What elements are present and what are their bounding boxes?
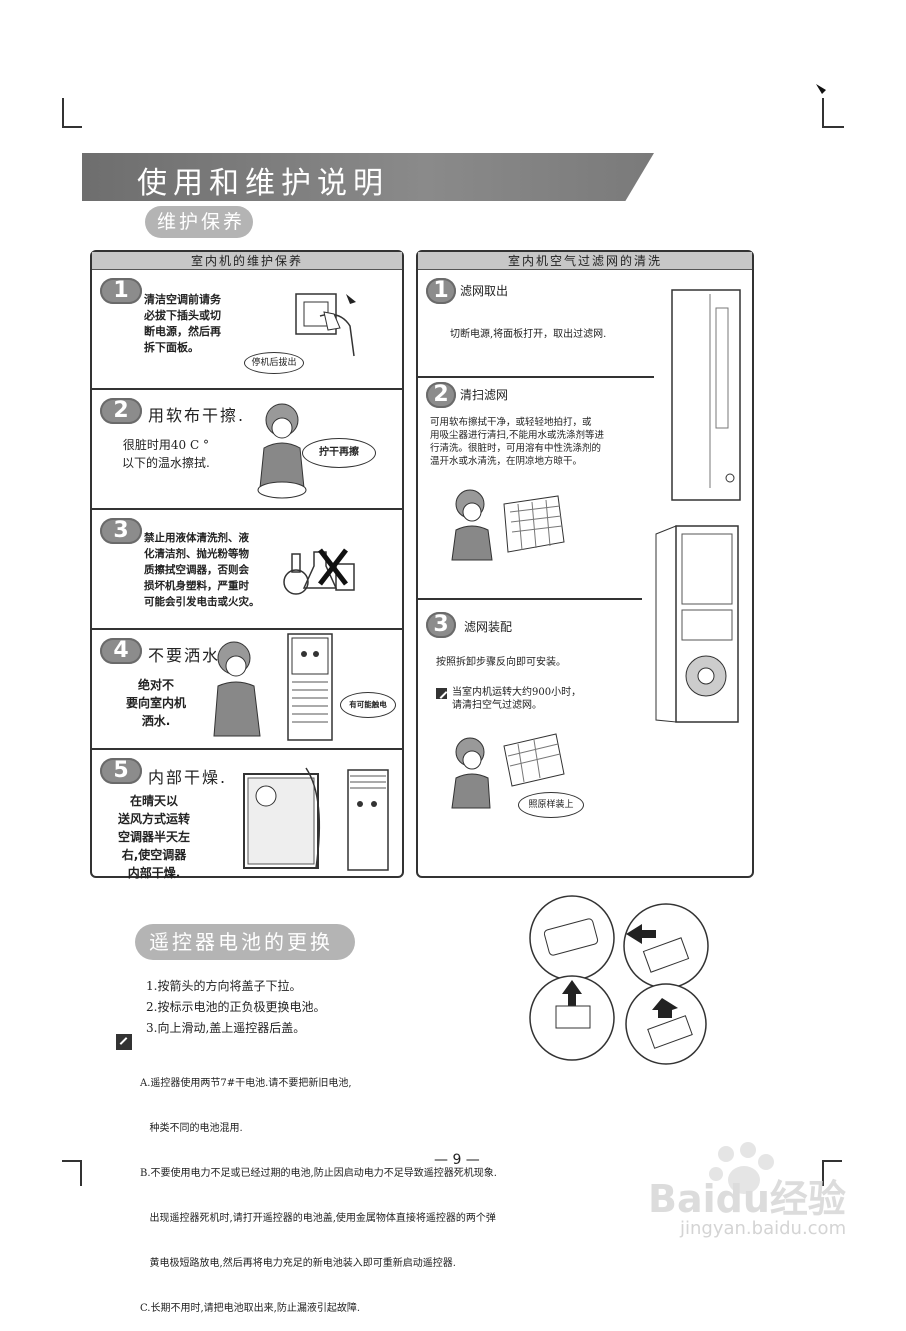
step-text: 清洁空调前请务 必拔下插头或切 断电源，然后再 拆下面板。 (144, 293, 221, 354)
section-title-battery: 遥控器电池的更换 (135, 924, 355, 960)
person-cleaning-illustration (257, 403, 307, 499)
battery-note: 出现遥控器死机时,请打开遥控器的电池盖,使用金属物体直接将遥控器的两个弹 (140, 1213, 496, 1224)
person-installing-filter-illustration (451, 733, 565, 809)
note-text: 当室内机运转大约900小时， 请清扫空气过滤网。 (452, 687, 582, 711)
step-text: 在晴天以 送风方式运转 空调器半天左 右,使空调器 内部干燥. (118, 794, 191, 880)
step-heading: 清扫滤网 (460, 388, 509, 402)
step-number: 4 (100, 638, 142, 664)
crop-mark (80, 1160, 82, 1186)
panel-header: 室内机空气过滤网的清洗 (418, 252, 752, 270)
crop-mark (62, 98, 64, 126)
step-heading: 用软布干擦. (148, 406, 246, 425)
speech-bubble: 停机后拔出 (244, 352, 304, 374)
crop-mark (62, 126, 82, 128)
battery-step: 2.按标示电池的正负极更换电池。 (146, 1000, 326, 1014)
person-cleaning-filter-illustration (451, 489, 565, 561)
step-text: 切断电源,将面板打开，取出过滤网. (450, 329, 607, 340)
unplug-illustration (295, 293, 356, 357)
step-number: 1 (426, 278, 456, 304)
step-heading: 滤网取出 (460, 284, 509, 298)
step-number: 3 (100, 518, 142, 544)
note-icon (436, 688, 447, 699)
battery-step: 1.按箭头的方向将盖子下拉。 (146, 979, 302, 993)
crop-mark (62, 1160, 82, 1162)
step-number: 2 (100, 398, 142, 424)
step-text: 禁止用液体清洗剂、液 化清洁剂、抛光粉等物 质擦拭空调器，否则会 损坏机身塑料，… (144, 532, 260, 608)
speech-bubble: 照原样装上 (518, 792, 584, 818)
speech-bubble: 拧干再擦 (302, 438, 376, 468)
divider (418, 598, 642, 600)
indoor-maintenance-panel: 室内机的维护保养 1 清洁空调前请务 必拔下插头或切 断电源，然后再 拆下面板。… (90, 250, 404, 880)
battery-note: A.遥控器使用两节7#干电池.请不要把新旧电池, (140, 1078, 352, 1089)
battery-note: B.不要使用电力不足或已经过期的电池,防止因启动电力不足导致遥控器死机现象. (140, 1168, 497, 1179)
open-indoor-unit-illustration (655, 525, 739, 723)
divider (418, 376, 654, 378)
watermark-brand: Baidu经验 (648, 1177, 846, 1221)
speech-bubble: 有可能触电 (340, 692, 396, 718)
step-text: 很脏时用40 C ° 以下的温水擦拭. (122, 438, 210, 470)
step-number: 5 (100, 758, 142, 784)
step-number: 1 (100, 278, 142, 304)
divider (92, 628, 402, 630)
battery-note: 黄电极短路放电,然后再将电力充足的新电池装入即可重新启动遥控器. (140, 1258, 456, 1269)
watermark-url: jingyan.baidu.com (680, 1218, 847, 1239)
battery-notes: A.遥控器使用两节7#干电池.请不要把新旧电池, 种类不同的电池混用. B.不要… (140, 1046, 497, 1331)
step-text: 绝对不 要向室内机 洒水. (126, 678, 187, 728)
baidu-paw-icon (709, 1142, 774, 1194)
crop-mark (822, 98, 824, 126)
step-text: 按照拆卸步骤反向即可安装。 (436, 657, 566, 668)
panel-header: 室内机的维护保养 (92, 252, 402, 270)
step-heading: 内部干燥. (148, 768, 228, 787)
arrow-icon (816, 84, 826, 94)
crop-mark (822, 126, 844, 128)
filter-cleaning-panel: 室内机空气过滤网的清洗 1 滤网取出 切断电源,将面板打开，取出过滤网. 2 清… (416, 250, 754, 878)
indoor-unit-illustration (671, 289, 741, 501)
sunny-window-illustration (243, 767, 389, 871)
note-icon (116, 1034, 132, 1050)
battery-note: 种类不同的电池混用. (140, 1123, 243, 1134)
crop-mark (822, 1160, 824, 1186)
step-number: 2 (426, 382, 456, 408)
battery-step: 3.向上滑动,盖上遥控器后盖。 (146, 1021, 306, 1035)
battery-steps: 1.按箭头的方向将盖子下拉。 2.按标示电池的正负极更换电池。 3.向上滑动,盖… (146, 976, 325, 1039)
step-text: 可用软布擦拭干净，或轻轻地拍打，或 用吸尘器进行清扫,不能用水或洗涤剂等进 行清… (430, 417, 605, 467)
battery-note: C.长期不用时,请把电池取出来,防止漏液引起故障. (140, 1303, 361, 1314)
step-heading: 滤网装配 (464, 620, 513, 634)
chemical-bottles-prohibited-icon (283, 548, 355, 595)
step-heading: 不要洒水. (148, 646, 228, 665)
battery-replacement-illustration (529, 895, 709, 1065)
page-number: — 9 — (434, 1152, 480, 1168)
divider (92, 388, 402, 390)
divider (92, 748, 402, 750)
page-title-band: 使用和维护说明 (82, 153, 654, 201)
crop-mark (822, 1160, 842, 1162)
divider (92, 508, 402, 510)
page-title: 使用和维护说明 (137, 166, 389, 201)
section-title-maintenance: 维护保养 (145, 206, 253, 238)
step-number: 3 (426, 612, 456, 638)
person-spraying-water-illustration (213, 633, 333, 741)
